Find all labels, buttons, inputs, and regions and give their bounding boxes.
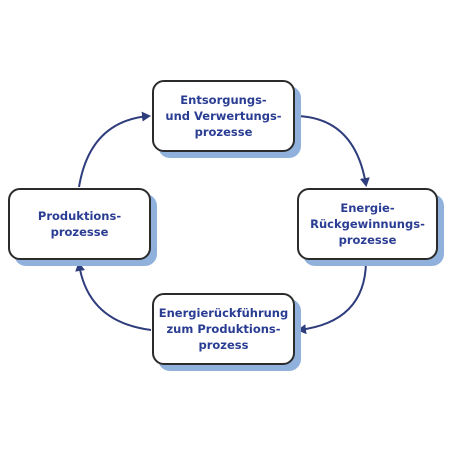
node-produktionsprozesse: Produktions- prozesse bbox=[8, 188, 151, 260]
node-entsorgungs-prozesse: Entsorgungs- und Verwertungs- prozesse bbox=[152, 80, 295, 152]
arrow-right-to-bottom bbox=[297, 261, 367, 335]
node-label: Entsorgungs- und Verwertungs- prozesse bbox=[165, 93, 282, 139]
node-energie-rueckgewinnungs-prozesse: Energie- Rückgewinnungs- prozesse bbox=[297, 188, 438, 260]
node-label: Energierückführung zum Produktions- proz… bbox=[158, 306, 289, 352]
arrow-left-to-top bbox=[78, 111, 151, 188]
arrow-top-to-right bbox=[296, 115, 370, 187]
arrow-bottom-to-left bbox=[75, 262, 152, 331]
node-label: Energie- Rückgewinnungs- prozesse bbox=[310, 201, 425, 247]
node-label: Produktions- prozesse bbox=[37, 209, 122, 239]
node-energierueckfuehrung: Energierückführung zum Produktions- proz… bbox=[152, 293, 295, 365]
